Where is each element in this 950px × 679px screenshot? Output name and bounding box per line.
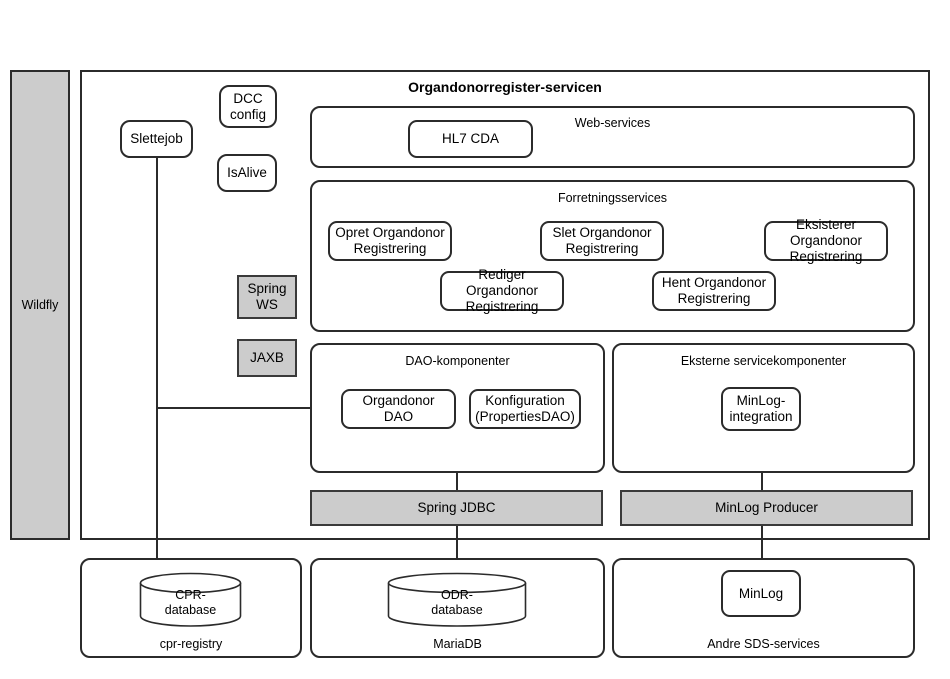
page-title: Organdonorregister-servicen <box>408 79 602 95</box>
layer-web-services-label: Web-services <box>574 116 651 130</box>
platform-wildfly[interactable]: Wildfly <box>10 70 70 540</box>
cylinder-shape <box>139 572 242 627</box>
library-jaxb[interactable]: JAXB <box>237 339 297 377</box>
layer-forretningsservices-label: Forretningsservices <box>557 191 668 205</box>
component-minlog-integration[interactable]: MinLog-integration <box>721 387 801 431</box>
layer-eksterne-servicekomponenter: Eksterne servicekomponenter <box>612 343 915 473</box>
connector-bar-spring-jdbc[interactable]: Spring JDBC <box>310 490 603 526</box>
service-minlog[interactable]: MinLog <box>721 570 801 617</box>
component-hl7-cda[interactable]: HL7 CDA <box>408 120 533 158</box>
component-slettejob[interactable]: Slettejob <box>120 120 193 158</box>
database-cpr-label: CPR-database <box>164 588 217 617</box>
database-odr[interactable]: ODR-database <box>387 572 527 627</box>
database-cpr[interactable]: CPR-database <box>139 572 242 627</box>
external-system-andre-sds-services-label: Andre SDS-services <box>707 637 820 651</box>
database-odr-label: ODR-database <box>431 588 483 617</box>
connector-bar-minlog-producer[interactable]: MinLog Producer <box>620 490 913 526</box>
component-isalive[interactable]: IsAlive <box>217 154 277 192</box>
layer-eksterne-servicekomponenter-label: Eksterne servicekomponenter <box>680 354 847 368</box>
external-system-cpr-registry-label: cpr-registry <box>159 637 223 651</box>
platform-wildfly-label: Wildfly <box>21 297 59 312</box>
connector-slettejob-dao <box>156 407 312 409</box>
layer-dao-komponenter-label: DAO-komponenter <box>405 354 510 368</box>
layer-web-services: Web-services <box>310 106 915 168</box>
connector-slettejob-cpr <box>156 157 158 607</box>
external-system-mariadb-label: MariaDB <box>433 637 482 651</box>
cylinder-shape <box>387 572 527 627</box>
component-konfiguration-propertiesdao[interactable]: Konfiguration(PropertiesDAO) <box>469 389 581 429</box>
